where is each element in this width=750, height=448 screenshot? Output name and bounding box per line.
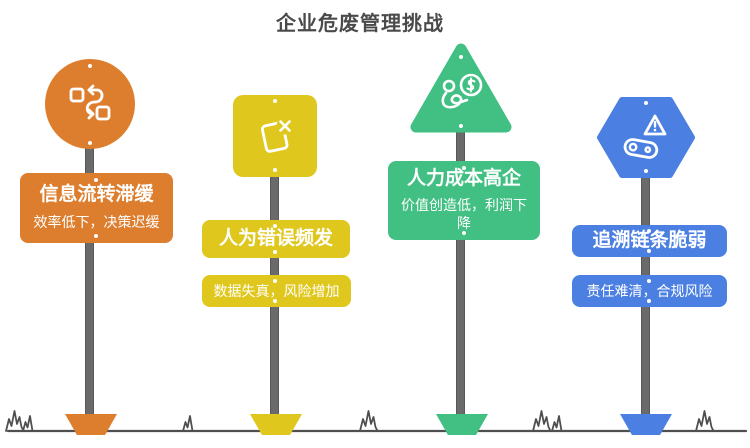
rivet-dot: [644, 169, 648, 173]
rivet-dot: [273, 299, 277, 303]
board-subtitle: 价值创造低，利润下降: [401, 197, 527, 232]
grass-decoration: [551, 415, 563, 432]
signpost-base: [65, 414, 117, 435]
signpost-pole: [85, 100, 94, 422]
human-error-shape: [233, 95, 317, 177]
rivet-dot: [647, 249, 651, 253]
signpost-base: [250, 414, 302, 435]
page-title: 企业危废管理挑战: [276, 13, 444, 35]
person-dollar-icon: [433, 72, 489, 122]
rivet-dot: [273, 279, 277, 283]
board-subtitle: 效率低下，决策迟缓: [33, 214, 160, 231]
rivet-dot: [88, 141, 92, 145]
traceability-shape: [597, 97, 695, 178]
board-title: 人为错误频发: [218, 228, 333, 250]
rivet-dot: [462, 166, 466, 170]
rivet-dot: [273, 250, 277, 254]
board-subtitle: 数据失真，风险增加: [213, 282, 340, 299]
rivet-dot: [647, 279, 651, 283]
rivet-dot: [273, 168, 277, 172]
rivet-dot: [462, 231, 466, 235]
info-flow-board: 信息流转滞缓 效率低下，决策迟缓: [20, 173, 173, 243]
grass-decoration: [359, 410, 379, 432]
rivet-dot: [94, 178, 98, 182]
rivet-dot: [273, 99, 277, 103]
rivet-dot: [459, 124, 463, 128]
board-subtitle: 责任难清，合规风险: [586, 282, 713, 299]
ground-line: [5, 410, 748, 433]
document-error-icon: [252, 117, 294, 159]
grass-decoration: [182, 415, 194, 432]
grass-decoration: [5, 410, 25, 432]
rivet-dot: [273, 224, 277, 228]
rivet-dot: [647, 299, 651, 303]
sync-squares-icon: [68, 82, 112, 126]
grass-decoration: [532, 410, 552, 432]
grass-decoration: [22, 415, 34, 432]
labor-cost-board: 人力成本高企 价值创造低，利润下降: [388, 161, 540, 240]
info-flow-shape: [45, 59, 135, 149]
rivet-dot: [644, 101, 648, 105]
rivet-dot: [88, 64, 92, 68]
warning-chain-icon: [619, 110, 673, 164]
grass-decoration: [695, 410, 715, 432]
signpost-base: [436, 414, 488, 435]
signpost-base: [620, 414, 672, 435]
rivet-dot: [647, 229, 651, 233]
board-title: 追溯链条脆弱: [592, 230, 707, 252]
board-title: 信息流转滞缓: [39, 184, 154, 206]
rivet-dot: [459, 55, 463, 59]
rivet-dot: [94, 234, 98, 238]
signpost-pole: [456, 120, 465, 422]
board-title: 人力成本高企: [406, 168, 521, 190]
traceability-board-title: 追溯链条脆弱: [572, 225, 727, 257]
